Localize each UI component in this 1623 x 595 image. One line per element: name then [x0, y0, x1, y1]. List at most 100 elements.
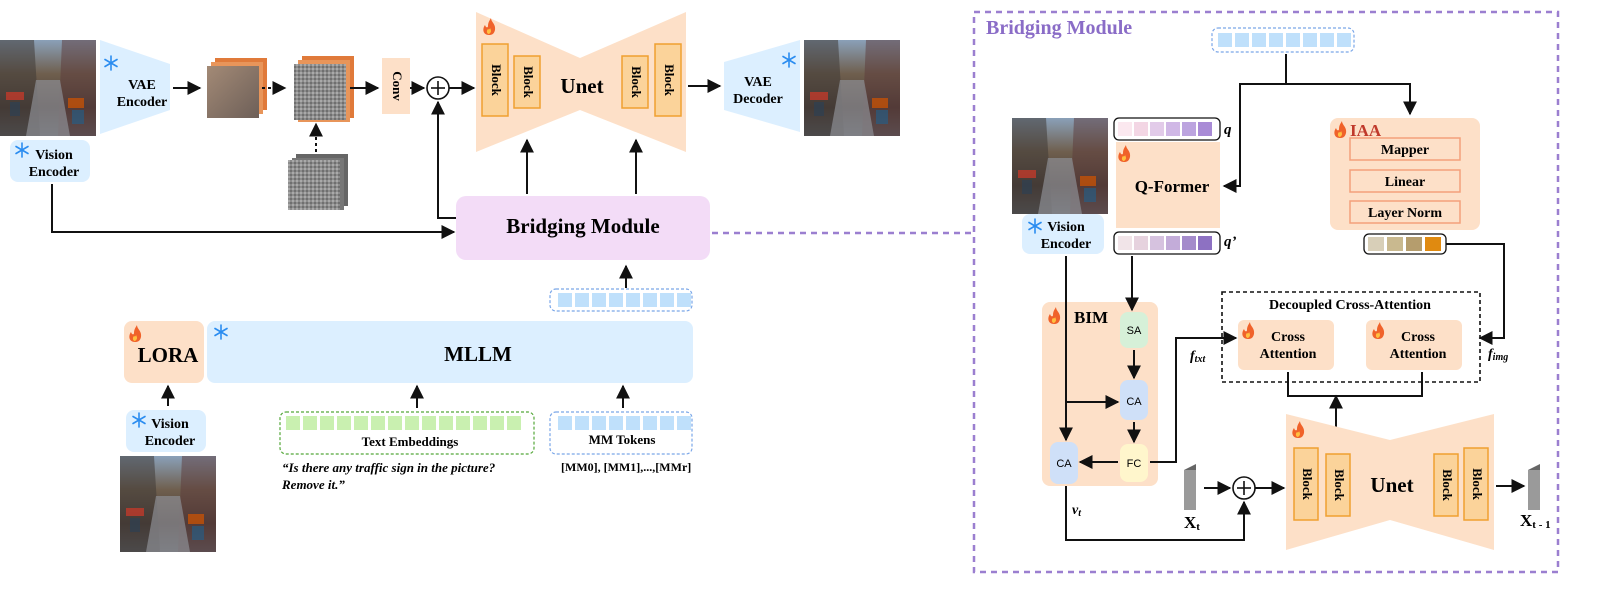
- token-square: [422, 416, 436, 430]
- token-square: [1150, 122, 1164, 136]
- token-square: [1218, 33, 1232, 47]
- q-prime-tokens: q’: [1113, 231, 1237, 255]
- token-square: [1166, 122, 1180, 136]
- input-image: [0, 40, 96, 136]
- x-t-minus-latent: [1528, 464, 1540, 510]
- token-square: [609, 293, 623, 307]
- mllm-input-image: [120, 456, 216, 552]
- token-square: [320, 416, 334, 430]
- token-square: [1425, 237, 1441, 251]
- ca-label: CA: [1056, 458, 1072, 470]
- query-tokens: [1211, 27, 1355, 53]
- token-square: [1269, 33, 1283, 47]
- decoupled-label: Decoupled Cross-Attention: [1269, 298, 1431, 313]
- image-feature-tokens: [1363, 233, 1447, 255]
- block-label: Block: [1332, 469, 1347, 502]
- token-square: [388, 416, 402, 430]
- q-label: q: [1224, 122, 1232, 138]
- block-label: Block: [662, 64, 677, 97]
- mllm-label: MLLM: [444, 342, 512, 366]
- ca-label: CA: [1126, 396, 1142, 408]
- bridging-module-label: Bridging Module: [506, 214, 659, 238]
- conv-block: Conv: [382, 58, 410, 114]
- block-label: Block: [1300, 468, 1315, 501]
- bim-label: BIM: [1074, 308, 1108, 327]
- token-square: [558, 293, 572, 307]
- token-square: [456, 416, 470, 430]
- lora-label: LORA: [138, 343, 200, 367]
- token-square: [439, 416, 453, 430]
- token-square: [1368, 237, 1384, 251]
- token-square: [1134, 122, 1148, 136]
- detail-title: Bridging Module: [986, 17, 1132, 39]
- token-square: [1387, 237, 1403, 251]
- x-t-label: Xt: [1184, 513, 1200, 533]
- token-square: [677, 293, 691, 307]
- token-square: [405, 416, 419, 430]
- token-square: [643, 416, 657, 430]
- output-image: [804, 40, 900, 136]
- block-label: Block: [629, 66, 644, 99]
- unet-detail-label: Unet: [1370, 473, 1413, 497]
- iaa-label: IAA: [1350, 121, 1382, 140]
- token-square: [303, 416, 317, 430]
- token-square: [1198, 236, 1212, 250]
- lora-box: LORA: [124, 321, 204, 383]
- token-square: [575, 293, 589, 307]
- mllm-box: MLLM: [207, 321, 693, 383]
- block-label: Block: [521, 66, 536, 99]
- token-square: [1134, 236, 1148, 250]
- token-square: [490, 416, 504, 430]
- q-former-label: Q-Former: [1135, 177, 1210, 196]
- token-square: [1118, 122, 1132, 136]
- token-square: [1320, 33, 1334, 47]
- add-operator-detail: [1232, 476, 1256, 500]
- q-former: Q-Former: [1116, 142, 1220, 228]
- block-label: Block: [489, 64, 504, 97]
- conv-label: Conv: [390, 71, 405, 101]
- bridging-module-detail: Bridging Module: [972, 10, 1560, 574]
- latent-stack: [207, 58, 267, 118]
- token-square: [1150, 236, 1164, 250]
- noise-stack: [288, 154, 348, 210]
- noisy-latent-stack: [294, 56, 354, 122]
- token-square: [643, 293, 657, 307]
- mm-tokens-label: MM Tokens: [589, 432, 656, 447]
- mm-tokens-input: MM Tokens: [549, 411, 693, 455]
- text-embeddings: Text Embeddings: [279, 411, 535, 455]
- mm-tokens-output: [549, 288, 693, 312]
- token-square: [507, 416, 521, 430]
- f-img-label: fimg: [1488, 347, 1508, 363]
- token-square: [1406, 237, 1422, 251]
- token-square: [626, 416, 640, 430]
- token-square: [1118, 236, 1132, 250]
- token-square: [354, 416, 368, 430]
- unet-detail: Block Block Unet Block Block: [1286, 414, 1494, 550]
- token-square: [1303, 33, 1317, 47]
- token-square: [592, 293, 606, 307]
- arrow: [51, 184, 456, 239]
- arrow: [1222, 54, 1287, 193]
- token-square: [592, 416, 606, 430]
- f-txt-label: ftxt: [1190, 349, 1206, 365]
- add-operator: [426, 76, 450, 100]
- token-square: [626, 293, 640, 307]
- block-label: Block: [1440, 469, 1455, 502]
- unet-top: Block Block Unet Block Block: [476, 12, 686, 152]
- token-square: [1182, 122, 1196, 136]
- token-square: [660, 416, 674, 430]
- bridging-module-box: Bridging Module: [456, 196, 710, 260]
- v-t-label: vt: [1072, 503, 1082, 519]
- token-square: [1182, 236, 1196, 250]
- token-square: [337, 416, 351, 430]
